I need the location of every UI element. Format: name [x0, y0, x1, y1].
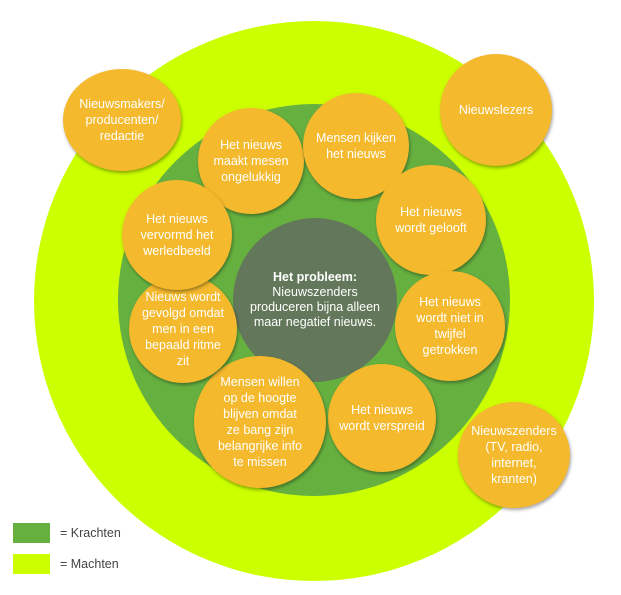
force-label: Het nieuws wordt verspreid: [339, 403, 425, 433]
force-node: Het nieuws vervormd het werledbeeld: [122, 180, 232, 290]
problem-title: Het probleem:: [272, 270, 358, 284]
force-node: Het nieuws wordt gelooft: [376, 165, 486, 275]
legend-swatch-krachten: [13, 523, 50, 543]
force-node: Nieuws wordt gevolgd omdat men in een be…: [129, 275, 237, 383]
legend-label-machten: = Machten: [60, 557, 119, 571]
force-label: Mensen willen op de hoogte blijven omdat…: [217, 375, 303, 469]
problem-text: Nieuwszenders produceren bijna alleen ma…: [250, 285, 380, 329]
legend-swatch-machten: [13, 554, 50, 574]
force-node: Het nieuws wordt verspreid: [328, 364, 436, 472]
power-label: Nieuwslezers: [458, 103, 534, 117]
power-node: Nieuwslezers: [440, 54, 552, 166]
force-label: Nieuws wordt gevolgd omdat men in een be…: [141, 290, 224, 368]
problem-statement: Het probleem: Nieuwszenders produceren b…: [245, 270, 385, 330]
force-label: Mensen kijken het nieuws: [316, 131, 396, 161]
force-label: Het nieuws maakt mesen ongelukkig: [213, 138, 289, 184]
force-node: Mensen kijken het nieuws: [303, 93, 409, 199]
force-node: Mensen willen op de hoogte blijven omdat…: [194, 356, 326, 488]
force-label: Het nieuws wordt niet in twijfel getrokk…: [416, 295, 484, 357]
force-node: Het nieuws wordt niet in twijfel getrokk…: [395, 271, 505, 381]
power-node: Nieuwsmakers/ producenten/ redactie: [63, 69, 181, 171]
legend-label-krachten: = Krachten: [60, 526, 121, 540]
power-node: Nieuwszenders (TV, radio, internet, kran…: [458, 402, 570, 508]
power-label: Nieuwszenders (TV, radio, internet, kran…: [471, 424, 557, 486]
problem-circle: Het probleem: Nieuwszenders produceren b…: [233, 218, 397, 382]
power-label: Nieuwsmakers/ producenten/ redactie: [79, 97, 165, 143]
force-label: Het nieuws wordt gelooft: [395, 205, 467, 235]
force-label: Het nieuws vervormd het werledbeeld: [140, 212, 214, 258]
